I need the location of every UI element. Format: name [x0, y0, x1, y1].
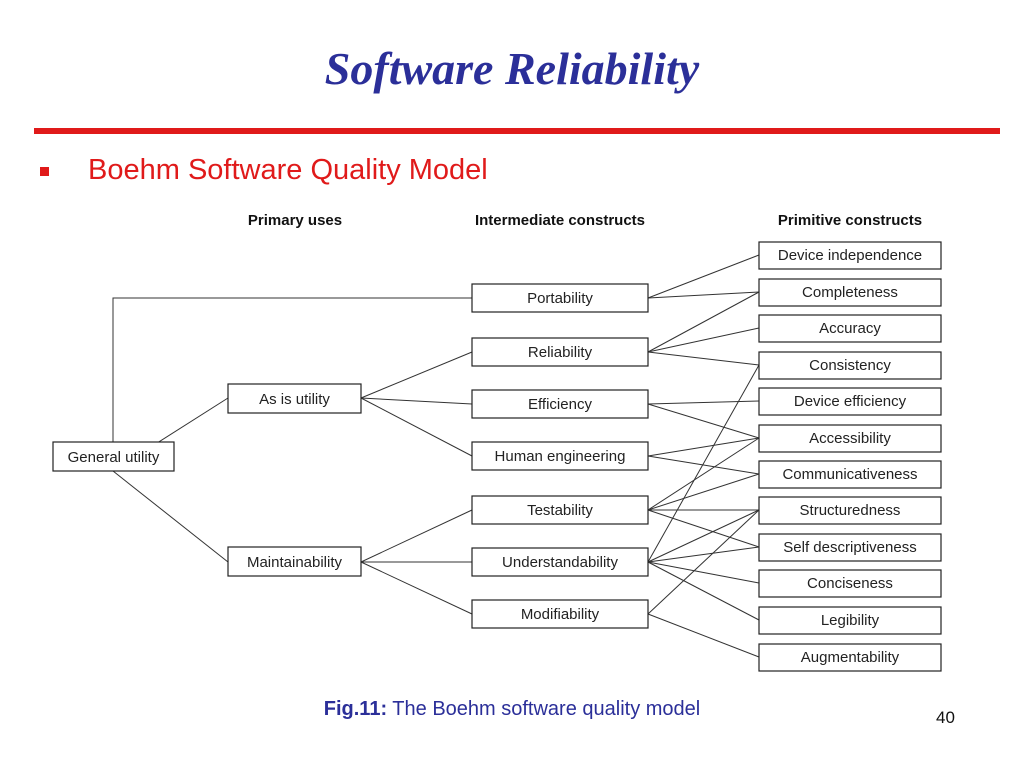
node-device-independence: Device independence	[758, 241, 942, 270]
node-augmentability: Augmentability	[758, 643, 942, 672]
edge-general-to-portability	[112, 297, 472, 442]
node-accessibility: Accessibility	[758, 424, 942, 453]
figure-caption: Fig.11: The Boehm software quality model	[0, 698, 1024, 721]
node-as-is-utility: As is utility	[227, 383, 362, 414]
diagram-nodes: General utility As is utility Maintainab…	[52, 241, 942, 672]
edge-reliability-to-complete	[647, 291, 760, 353]
edge-understand-to-concise	[647, 561, 760, 584]
svg-text:Conciseness: Conciseness	[807, 575, 893, 592]
edge-portability-to-complete	[647, 291, 760, 299]
svg-text:As is utility: As is utility	[259, 391, 330, 408]
edge-testability-to-comm	[647, 473, 760, 511]
node-efficiency: Efficiency	[471, 389, 649, 419]
caption-text: The Boehm software quality model	[387, 698, 701, 720]
edge-efficiency-to-access	[647, 403, 760, 439]
svg-text:Efficiency: Efficiency	[528, 396, 592, 413]
page-number: 40	[936, 708, 955, 727]
node-testability: Testability	[471, 495, 649, 525]
node-communicativeness: Communicativeness	[758, 460, 942, 489]
header-primary-uses: Primary uses	[248, 212, 342, 229]
svg-text:Augmentability: Augmentability	[801, 649, 900, 666]
edge-maint-to-testability	[360, 509, 473, 563]
svg-text:Legibility: Legibility	[821, 612, 880, 629]
edge-modifiability-to-augment	[647, 613, 760, 658]
node-modifiability: Modifiability	[471, 599, 649, 629]
node-completeness: Completeness	[758, 278, 942, 307]
svg-text:Self descriptiveness: Self descriptiveness	[783, 539, 916, 556]
svg-text:Portability: Portability	[527, 290, 593, 307]
edge-understand-to-consist	[647, 364, 760, 563]
edge-portability-to-devind	[647, 254, 760, 299]
edge-asis-to-efficiency	[360, 397, 473, 405]
node-device-efficiency: Device efficiency	[758, 387, 942, 416]
bullet-square-icon	[40, 167, 49, 176]
svg-text:Communicativeness: Communicativeness	[782, 466, 917, 483]
node-portability: Portability	[471, 283, 649, 313]
edge-testability-to-access	[647, 437, 760, 511]
title-divider	[34, 128, 1000, 134]
node-conciseness: Conciseness	[758, 569, 942, 598]
svg-text:Testability: Testability	[527, 502, 593, 519]
svg-text:Device independence: Device independence	[778, 247, 922, 264]
svg-text:Device efficiency: Device efficiency	[794, 393, 907, 410]
node-human-engineering: Human engineering	[471, 441, 649, 471]
edge-general-to-maint	[112, 470, 229, 563]
svg-text:Accuracy: Accuracy	[819, 320, 881, 337]
edge-reliability-to-accuracy	[647, 327, 760, 353]
node-consistency: Consistency	[758, 351, 942, 380]
edge-asis-to-human	[360, 397, 473, 457]
svg-text:Reliability: Reliability	[528, 344, 593, 361]
slide-title: Software Reliability	[324, 43, 700, 94]
edge-human-to-comm	[647, 455, 760, 475]
edge-modifiability-to-struct	[647, 509, 760, 615]
svg-text:Human engineering: Human engineering	[495, 448, 626, 465]
node-reliability: Reliability	[471, 337, 649, 367]
svg-text:Consistency: Consistency	[809, 357, 891, 374]
node-maintainability: Maintainability	[227, 546, 362, 577]
svg-text:Completeness: Completeness	[802, 284, 898, 301]
bullet-heading: Boehm Software Quality Model	[88, 154, 488, 186]
node-legibility: Legibility	[758, 606, 942, 635]
edge-human-to-access	[647, 437, 760, 457]
edge-understand-to-legib	[647, 561, 760, 621]
svg-text:Structuredness: Structuredness	[800, 502, 901, 519]
svg-text:Understandability: Understandability	[502, 554, 618, 571]
edge-maint-to-modifiability	[360, 561, 473, 615]
edge-testability-to-selfdesc	[647, 509, 760, 548]
header-intermediate-constructs: Intermediate constructs	[475, 212, 645, 229]
node-understandability: Understandability	[471, 547, 649, 577]
edge-asis-to-reliability	[360, 351, 473, 399]
edge-reliability-to-consist	[647, 351, 760, 366]
svg-text:Modifiability: Modifiability	[521, 606, 600, 623]
node-structuredness: Structuredness	[758, 496, 942, 525]
edge-understand-to-selfdesc	[647, 546, 760, 563]
node-accuracy: Accuracy	[758, 314, 942, 343]
header-primitive-constructs: Primitive constructs	[778, 212, 922, 229]
svg-text:Accessibility: Accessibility	[809, 430, 891, 447]
edge-efficiency-to-deveff	[647, 400, 760, 405]
node-general-utility: General utility	[52, 441, 175, 472]
edge-understand-to-struct	[647, 509, 760, 563]
svg-text:Maintainability: Maintainability	[247, 554, 343, 571]
svg-text:General utility: General utility	[68, 449, 160, 466]
diagram-edges	[112, 254, 760, 658]
node-self-descriptiveness: Self descriptiveness	[758, 533, 942, 562]
caption-prefix: Fig.11:	[323, 698, 388, 720]
boehm-quality-model-diagram: Primary uses Intermediate constructs Pri…	[52, 212, 942, 672]
